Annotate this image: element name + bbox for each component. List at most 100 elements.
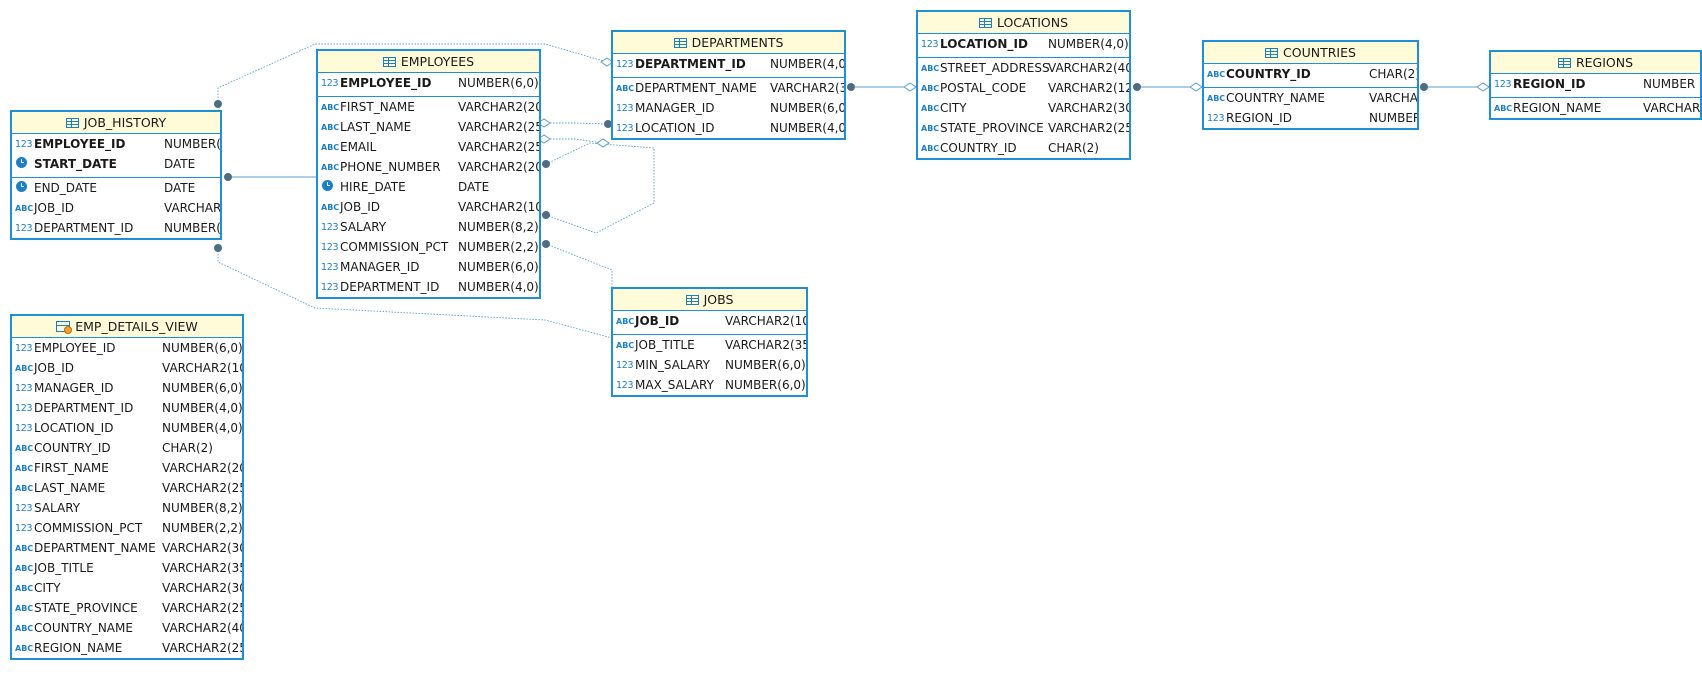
column-type: NUMBER(2,2) [458,240,539,254]
entity-header[interactable]: LOCATIONS [918,12,1129,34]
column-type: CHAR(2) [162,441,213,455]
column-type: NUMBER(8,2) [162,501,242,515]
column-type: VARCHAR2(30) [162,541,242,555]
entity-job-history[interactable]: JOB_HISTORY123EMPLOYEE_IDNUMBER(6,0)STAR… [10,110,222,240]
column-name: DEPARTMENT_NAME [635,81,757,95]
entity-header[interactable]: DEPARTMENTS [613,32,844,54]
entity-header[interactable]: COUNTRIES [1204,42,1417,64]
column-name: LOCATION_ID [34,421,114,435]
numeric-type-icon: 123 [321,221,339,233]
column-name: JOB_TITLE [34,561,94,575]
entity-title: EMP_DETAILS_VIEW [75,319,198,334]
table-icon [1265,47,1279,58]
entity-header[interactable]: JOBS [613,289,806,311]
column-name: EMPLOYEE_ID [34,137,126,151]
column-type: NUMBER [1369,111,1417,125]
column-name: DEPARTMENT_ID [340,280,440,294]
fk-dot [1420,83,1428,91]
column-type: NUMBER(6,0) [458,260,539,274]
column-name: CITY [940,101,967,115]
entity-header[interactable]: EMP_DETAILS_VIEW [12,316,242,338]
column-type: NUMBER(4,0) [770,121,844,135]
entity-header[interactable]: EMPLOYEES [318,51,539,73]
key-separator [1204,87,1417,88]
numeric-type-icon: 123 [321,77,339,89]
text-type-icon: ABC [1207,93,1226,103]
link-jobhistory-department [217,248,613,339]
column-name: COUNTRY_NAME [34,621,133,635]
column-type: VARCHAR2(30) [162,581,242,595]
column-name: STATE_PROVINCE [940,121,1044,135]
entity-header[interactable]: REGIONS [1491,52,1700,74]
column-name: MANAGER_ID [340,260,420,274]
entity-title: LOCATIONS [996,15,1069,30]
column-type: VARCHAR2(40) [1369,91,1417,105]
entity-header[interactable]: JOB_HISTORY [12,112,220,134]
text-type-icon: ABC [921,83,940,93]
table-icon [978,17,992,28]
pk-diamond [537,118,551,128]
column-type: NUMBER(6,0) [458,76,539,90]
column-name: DEPARTMENT_NAME [34,541,156,555]
